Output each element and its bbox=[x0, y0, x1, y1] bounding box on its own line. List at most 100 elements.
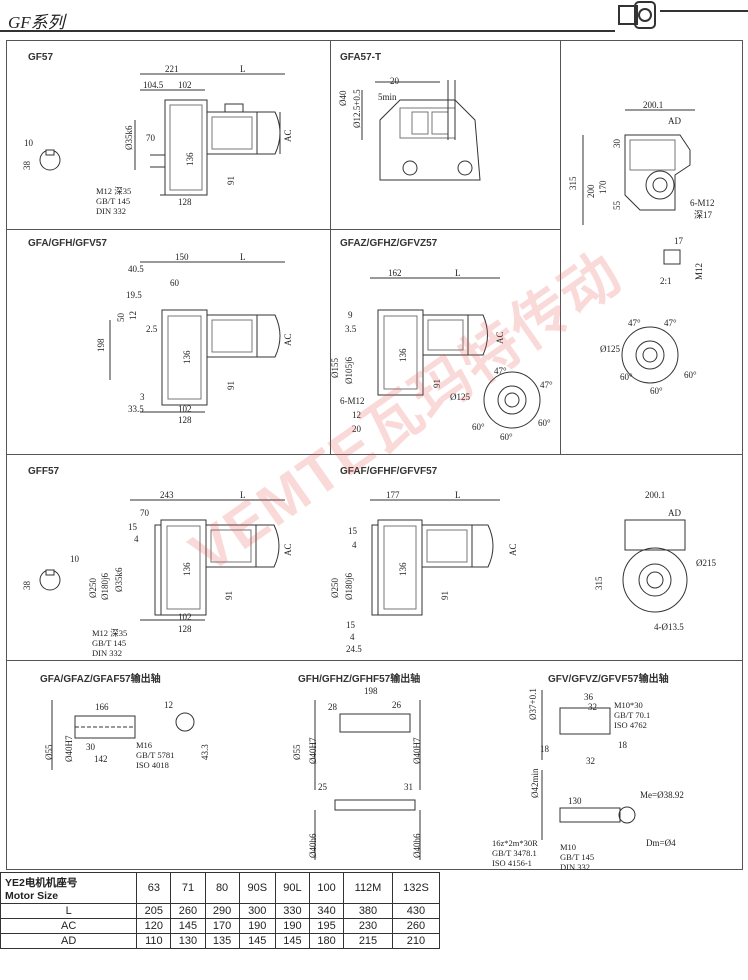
table-row-label: AD bbox=[0, 933, 138, 949]
dim-side2-200: 200.1 bbox=[645, 490, 666, 500]
dim-gfa-40: 40.5 bbox=[128, 264, 144, 274]
table-size-cell: 63 bbox=[136, 872, 172, 904]
note-out3-iso4762: ISO 4762 bbox=[614, 720, 647, 730]
table-cell: 190 bbox=[274, 918, 310, 934]
frame-row4 bbox=[6, 660, 743, 870]
note-out3-din: DIN 332 bbox=[560, 862, 590, 872]
table-cell: 145 bbox=[274, 933, 310, 949]
note-out3-gb145: GB/T 145 bbox=[560, 852, 595, 862]
dim-out3-dm: Dm=Ø4 bbox=[646, 838, 676, 848]
note-out3a: M10*30 GB/T 70.1 ISO 4762 bbox=[614, 700, 650, 730]
dim-gfa-102: 102 bbox=[178, 404, 192, 414]
dim-flange1-125: Ø125 bbox=[600, 344, 620, 354]
dim-side1-6m12: 6-M12 bbox=[690, 198, 715, 208]
dim-out1-166: 166 bbox=[95, 702, 109, 712]
dim-out2-25: 25 bbox=[318, 782, 327, 792]
note-out3-m10b: M10 bbox=[560, 842, 577, 852]
dim-gfaz-60c: 60° bbox=[538, 418, 551, 428]
table-cell: 170 bbox=[204, 918, 240, 934]
dim-out3-me: Me=Ø38.92 bbox=[640, 790, 684, 800]
table-cell: 215 bbox=[343, 933, 393, 949]
dim-gfaf-177: 177 bbox=[386, 490, 400, 500]
dim-gfaz-3.5: 3.5 bbox=[345, 324, 357, 334]
dim-gf57-L: L bbox=[240, 64, 246, 74]
dim-gff-70: 70 bbox=[140, 508, 149, 518]
dim-gff-128: 128 bbox=[178, 624, 192, 634]
dim-gfa57t-20: 20 bbox=[390, 76, 399, 86]
dim-flange1-47a: 47° bbox=[628, 318, 641, 328]
note-out3b: 16z*2m*30R GB/T 3478.1 ISO 4156-1 bbox=[492, 838, 538, 868]
table-cell: 260 bbox=[391, 918, 441, 934]
header-rule bbox=[0, 30, 615, 32]
table-cell: 260 bbox=[170, 903, 206, 919]
dim-gfaz-12: 12 bbox=[352, 410, 361, 420]
table-cell: 330 bbox=[274, 903, 310, 919]
motor-size-table: YE2电机机座号 Motor Size 63 71 80 90S 90L 100… bbox=[0, 872, 441, 949]
dim-gfaf-15b: 15 bbox=[346, 620, 355, 630]
table-cell: 120 bbox=[136, 918, 172, 934]
dim-out3-32b: 32 bbox=[586, 756, 595, 766]
table-size-cell: 90S bbox=[238, 872, 276, 904]
note-gff-gb: GB/T 145 bbox=[92, 638, 127, 648]
dim-side1-AD: AD bbox=[668, 116, 681, 126]
dim-out2-28: 28 bbox=[328, 702, 337, 712]
dim-out2-31: 31 bbox=[404, 782, 413, 792]
frame-divider-1 bbox=[330, 40, 331, 230]
dim-flange1-60a: 60° bbox=[620, 372, 633, 382]
table-cell: 135 bbox=[204, 933, 240, 949]
dim-side2-AD: AD bbox=[668, 508, 681, 518]
panel-label-gff: GFF57 bbox=[28, 466, 60, 477]
series-title: GF系列 bbox=[8, 13, 65, 32]
note-out3-iso4156: ISO 4156-1 bbox=[492, 858, 532, 868]
panel-label-out2: GFH/GFHZ/GFHF57输出轴 bbox=[298, 674, 421, 685]
note-gff: M12 深35 GB/T 145 DIN 332 bbox=[92, 628, 127, 658]
page-header: GF系列 bbox=[0, 0, 748, 40]
panel-label-out1: GFA/GFAZ/GFAF57输出轴 bbox=[40, 674, 161, 685]
dim-gf57-221: 221 bbox=[165, 64, 179, 74]
table-cell: 130 bbox=[170, 933, 206, 949]
note-out1-m16: M16 bbox=[136, 740, 153, 750]
dim-gfa-128: 128 bbox=[178, 415, 192, 425]
table-size-cell: 132S bbox=[391, 872, 441, 904]
dim-out1-30: 30 bbox=[86, 742, 95, 752]
dim-gf57-102: 102 bbox=[178, 80, 192, 90]
table-cell: 230 bbox=[343, 918, 393, 934]
dim-out2-26: 26 bbox=[392, 700, 401, 710]
dim-gfaz-L: L bbox=[455, 268, 461, 278]
panel-label-gfa57t: GFA57-T bbox=[340, 52, 382, 63]
table-cell: 145 bbox=[238, 933, 276, 949]
panel-label-gfaz: GFAZ/GFHZ/GFVZ57 bbox=[340, 238, 438, 249]
note-gf57-gb: GB/T 145 bbox=[96, 196, 131, 206]
dim-out1-12: 12 bbox=[164, 700, 173, 710]
dim-gfaz-47a: 47° bbox=[494, 366, 507, 376]
table-cell: 380 bbox=[343, 903, 393, 919]
dim-gfa-60: 60 bbox=[170, 278, 179, 288]
table-size-cell: 71 bbox=[170, 872, 206, 904]
dim-gf57-10: 10 bbox=[24, 138, 33, 148]
dim-out3-36: 36 bbox=[584, 692, 593, 702]
dim-gff-10: 10 bbox=[70, 554, 79, 564]
dim-gfa-19: 19.5 bbox=[126, 290, 142, 300]
dim-gfaz-125: Ø125 bbox=[450, 392, 470, 402]
dim-gfa-L: L bbox=[240, 252, 246, 262]
table-cell: 195 bbox=[308, 918, 345, 934]
dim-flange1-60b: 60° bbox=[650, 386, 663, 396]
dim-out3-18: 18 bbox=[618, 740, 627, 750]
table-cell: 145 bbox=[170, 918, 206, 934]
dim-gfaf-4: 4 bbox=[352, 540, 357, 550]
dim-gfaz-60b: 60° bbox=[500, 432, 513, 442]
note-gff-din: DIN 332 bbox=[92, 648, 122, 658]
gearbox-logo-icon bbox=[618, 1, 656, 29]
table-cell: 300 bbox=[238, 903, 276, 919]
dim-gfaz-162: 162 bbox=[388, 268, 402, 278]
dim-gff-L: L bbox=[240, 490, 246, 500]
note-out3-spline: 16z*2m*30R bbox=[492, 838, 538, 848]
note-out3-gb3478: GB/T 3478.1 bbox=[492, 848, 537, 858]
dim-gfaz-20: 20 bbox=[352, 424, 361, 434]
